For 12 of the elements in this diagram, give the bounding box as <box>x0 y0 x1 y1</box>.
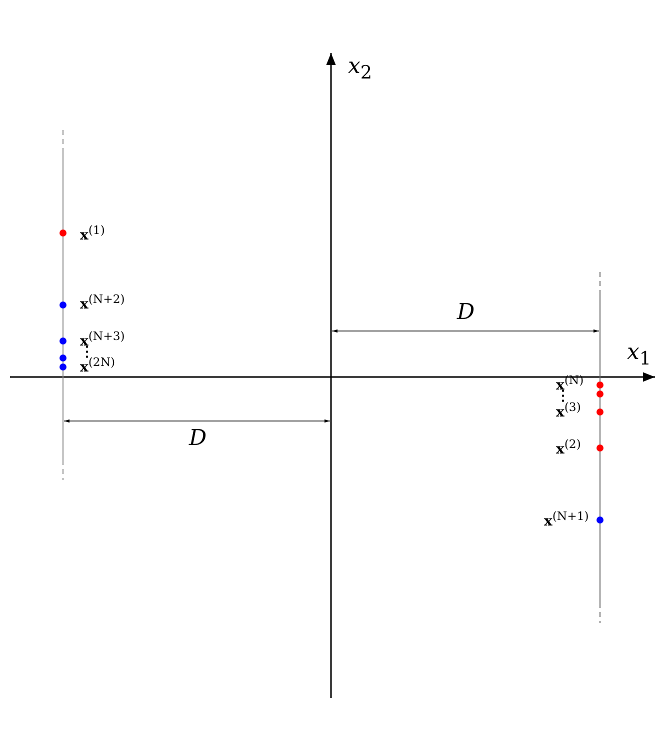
point-label: x$^{(3)}$ <box>556 402 581 420</box>
point-label: x$^{(2N)}$ <box>80 357 116 375</box>
ellipsis: ⋮ <box>80 345 94 359</box>
point-label: x$^{(1)}$ <box>80 225 105 243</box>
axis-label: x$_{2}$ <box>348 56 372 83</box>
ellipsis: ⋮ <box>556 389 570 403</box>
point-label: x$^{(N+1)}$ <box>544 511 589 529</box>
dimension-label: D <box>189 428 207 450</box>
point-label: x$^{(2)}$ <box>556 439 581 457</box>
point-label: x$^{(N+2)}$ <box>80 294 125 312</box>
dimension-label: D <box>457 302 475 324</box>
axis-label: x$_{1}$ <box>627 342 652 369</box>
